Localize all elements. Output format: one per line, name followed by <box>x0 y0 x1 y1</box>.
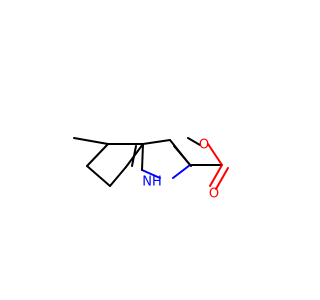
bond-c6-c6a <box>109 166 127 187</box>
bond-c5-c6 <box>86 165 111 187</box>
bond-group <box>73 137 229 190</box>
oxygen-ester-label: O <box>199 138 209 153</box>
bond-c2-n1 <box>172 164 191 179</box>
bond-n1-c6a <box>141 169 161 179</box>
molecule-canvas: O O NH <box>73 137 229 202</box>
nh-label: NH <box>142 175 162 190</box>
bond-carbonyl-o-b <box>215 167 229 190</box>
bond-c4-methyl <box>73 137 109 145</box>
atom-labels: O O NH <box>142 138 219 202</box>
bond-carbonyl-o-a <box>209 164 223 187</box>
structure-svg: O O NH <box>73 137 229 202</box>
bond-c3a-c3 <box>142 139 171 145</box>
bond-o-methyl <box>187 137 201 146</box>
bond-c6a-c3a-inner <box>141 143 144 171</box>
bond-c3-c2-double <box>173 145 192 167</box>
bond-c6a-c3a-double <box>131 145 137 167</box>
bond-c4-c5 <box>86 143 109 167</box>
oxygen-carbonyl-label: O <box>209 187 219 202</box>
bond-carbonyl-o-ester <box>207 143 223 166</box>
